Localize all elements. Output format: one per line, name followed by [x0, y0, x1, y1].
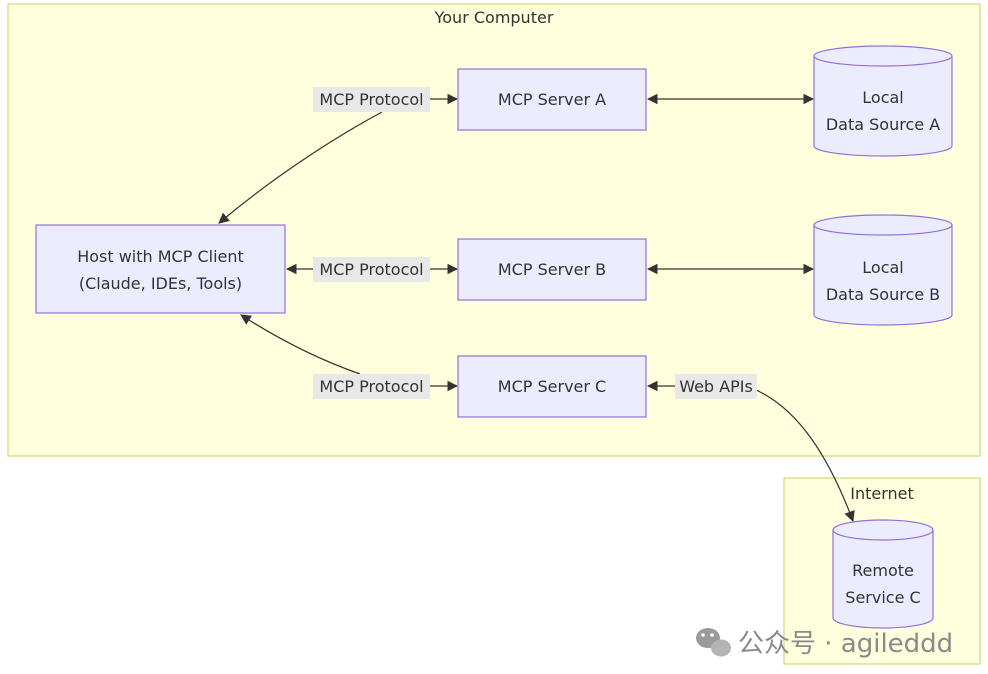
node-host: Host with MCP Client (Claude, IDEs, Tool…	[35, 224, 286, 314]
edge-host-server-a	[218, 111, 383, 224]
node-source-b: Local Data Source B	[813, 214, 953, 326]
server-b-label: MCP Server B	[498, 260, 606, 279]
edge-label-text: MCP Protocol	[319, 377, 423, 396]
wechat-icon	[696, 628, 731, 657]
host-label-line1: Host with MCP Client	[77, 247, 244, 266]
server-a-label: MCP Server A	[498, 90, 606, 109]
remote-c-line2: Service C	[845, 588, 920, 607]
watermark-text: 公众号 · agileddd	[738, 629, 953, 659]
edge-label-text: MCP Protocol	[319, 90, 423, 109]
watermark: 公众号 · agileddd	[696, 628, 953, 659]
node-server-c: MCP Server C	[457, 355, 647, 418]
host-label-line2: (Claude, IDEs, Tools)	[79, 274, 242, 293]
node-server-b: MCP Server B	[457, 238, 647, 301]
edge-host-server-c	[240, 314, 361, 375]
remote-c-line1: Remote	[852, 561, 914, 580]
node-remote-c: Remote Service C	[832, 519, 934, 629]
server-c-label: MCP Server C	[498, 377, 606, 396]
edge-label-host-c: MCP Protocol	[313, 374, 430, 399]
source-a-line1: Local	[862, 88, 903, 107]
node-server-a: MCP Server A	[457, 68, 647, 131]
source-b-line2: Data Source B	[826, 285, 940, 304]
source-a-line2: Data Source A	[826, 115, 940, 134]
node-source-a: Local Data Source A	[813, 45, 953, 157]
edge-label-text: MCP Protocol	[319, 260, 423, 279]
cluster-title-your-computer: Your Computer	[434, 8, 554, 27]
cluster-internet: Internet	[783, 477, 981, 665]
source-b-line1: Local	[862, 258, 903, 277]
edge-label-text: Web APIs	[679, 377, 753, 396]
edge-webapis-remote	[755, 389, 855, 523]
edges	[218, 93, 855, 523]
edge-label-host-a: MCP Protocol	[313, 87, 430, 112]
cluster-title-internet: Internet	[850, 484, 914, 503]
edge-label-host-b: MCP Protocol	[313, 257, 430, 282]
edge-label-webapis: Web APIs	[675, 374, 757, 399]
